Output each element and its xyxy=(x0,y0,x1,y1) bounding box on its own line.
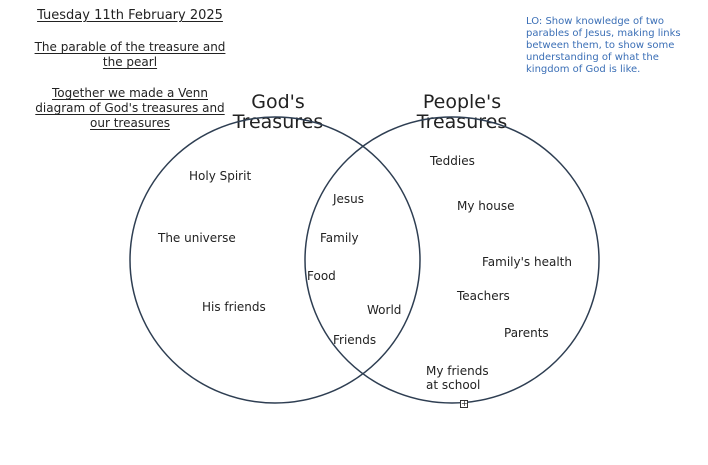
both-item: Food xyxy=(307,269,336,283)
left-item: His friends xyxy=(202,300,266,314)
lesson-subtitle: Together we made a Venn diagram of God's… xyxy=(35,86,225,130)
left-set-title: God's Treasures xyxy=(232,91,324,133)
plus-square-icon[interactable]: + xyxy=(460,399,468,408)
both-item: Family xyxy=(320,231,359,245)
right-item: My house xyxy=(457,199,515,213)
left-circle xyxy=(129,116,421,404)
right-item: Teachers xyxy=(457,289,510,303)
lesson-title: The parable of the treasure and the pear… xyxy=(34,40,226,69)
right-circle xyxy=(304,116,600,404)
right-item: Parents xyxy=(504,326,549,340)
right-item: Teddies xyxy=(430,154,475,168)
both-item: Friends xyxy=(333,333,377,347)
both-item: Jesus xyxy=(333,192,365,206)
both-item: World xyxy=(367,303,402,317)
page-date: Tuesday 11th February 2025 xyxy=(37,8,223,23)
right-set-title: People's Treasures xyxy=(416,91,508,133)
learning-objective: LO: Show knowledge of two parables of Je… xyxy=(526,16,681,75)
left-item: The universe xyxy=(158,231,236,245)
left-item: Holy Spirit xyxy=(189,169,252,183)
right-item: Family's health xyxy=(482,255,572,269)
right-item: My friends at school xyxy=(426,364,489,392)
